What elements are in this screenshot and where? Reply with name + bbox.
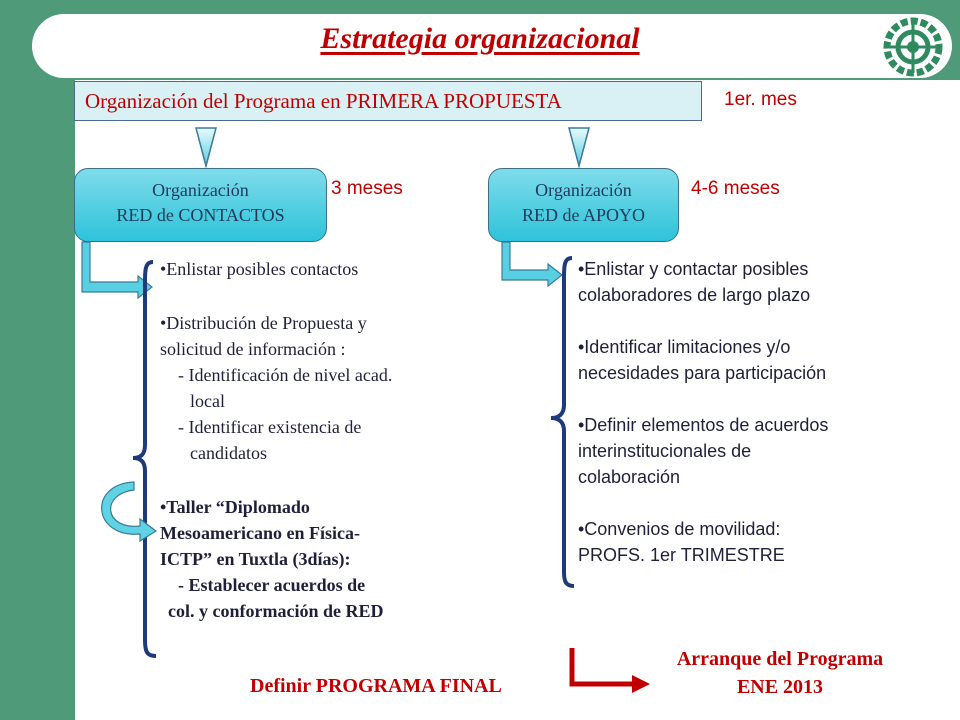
footer-program-start: Arranque del Programa ENE 2013	[640, 645, 920, 701]
list-item: col. y conformación de RED	[168, 601, 384, 621]
down-arrow-left	[195, 127, 217, 169]
left-brace	[132, 260, 157, 658]
slide-title: Estrategia organizacional	[320, 22, 640, 55]
list-item: colaboración	[578, 467, 681, 487]
list-item: •Definir elementos de acuerdos	[578, 415, 829, 435]
list-item: •Identificar limitaciones y/o	[578, 337, 791, 357]
title-banner	[32, 14, 952, 78]
top-timing: 1er. mes	[724, 89, 797, 110]
top-program-box: Organización del Programa en PRIMERA PRO…	[74, 81, 702, 121]
support-task-list: •Enlistar y contactar posibles colaborad…	[578, 256, 933, 568]
org-box-support-line2: RED de APOYO	[521, 205, 645, 225]
list-item: •Enlistar posibles contactos	[160, 259, 359, 279]
list-item: solicitud de información :	[160, 339, 346, 359]
footer-define-program: Definir PROGRAMA FINAL	[250, 675, 502, 697]
list-item: •Taller “Diplomado	[160, 497, 310, 517]
left-timing: 3 meses	[331, 178, 403, 199]
list-item: - Establecer acuerdos de	[178, 575, 366, 595]
list-item: interinstitucionales de	[578, 441, 752, 461]
elbow-arrow-right	[501, 241, 563, 288]
org-box-support: Organización RED de APOYO	[488, 168, 679, 242]
contacts-task-list: •Enlistar posibles contactos •Distribuci…	[160, 256, 460, 624]
down-arrow-right	[568, 127, 590, 169]
org-box-support-line1: Organización	[535, 180, 632, 200]
list-item: PROFS. 1er TRIMESTRE	[578, 545, 785, 565]
elbow-arrow-left	[81, 241, 153, 300]
footer-red-arrow	[569, 648, 634, 687]
list-item: candidatos	[190, 443, 267, 463]
left-band	[0, 0, 75, 720]
institution-seal-icon	[883, 17, 943, 77]
loop-arrow	[101, 481, 158, 543]
list-item: •Distribución de Propuesta y	[160, 313, 367, 333]
list-item: colaboradores de largo plazo	[578, 285, 811, 305]
list-item: - Identificar existencia de	[178, 417, 362, 437]
list-item: Mesoamericano en Física-	[160, 523, 360, 543]
right-strip	[940, 80, 960, 720]
org-box-contacts-line2: RED de CONTACTOS	[116, 205, 285, 225]
list-item: - Identificación de nivel acad.	[178, 365, 393, 385]
list-item: •Enlistar y contactar posibles	[578, 259, 809, 279]
list-item: local	[190, 391, 225, 411]
right-brace	[550, 256, 575, 588]
right-timing: 4-6 meses	[691, 178, 780, 199]
list-item: necesidades para participación	[578, 363, 827, 383]
footer-red-arrow-head	[632, 675, 650, 693]
list-item: •Convenios de movilidad:	[578, 519, 781, 539]
footer-program-start-line2: ENE 2013	[736, 676, 824, 698]
org-box-contacts: Organización RED de CONTACTOS	[74, 168, 327, 242]
org-box-contacts-line1: Organización	[152, 180, 249, 200]
list-item: ICTP” en Tuxtla (3días):	[160, 549, 351, 569]
footer-program-start-line1: Arranque del Programa	[676, 648, 884, 670]
